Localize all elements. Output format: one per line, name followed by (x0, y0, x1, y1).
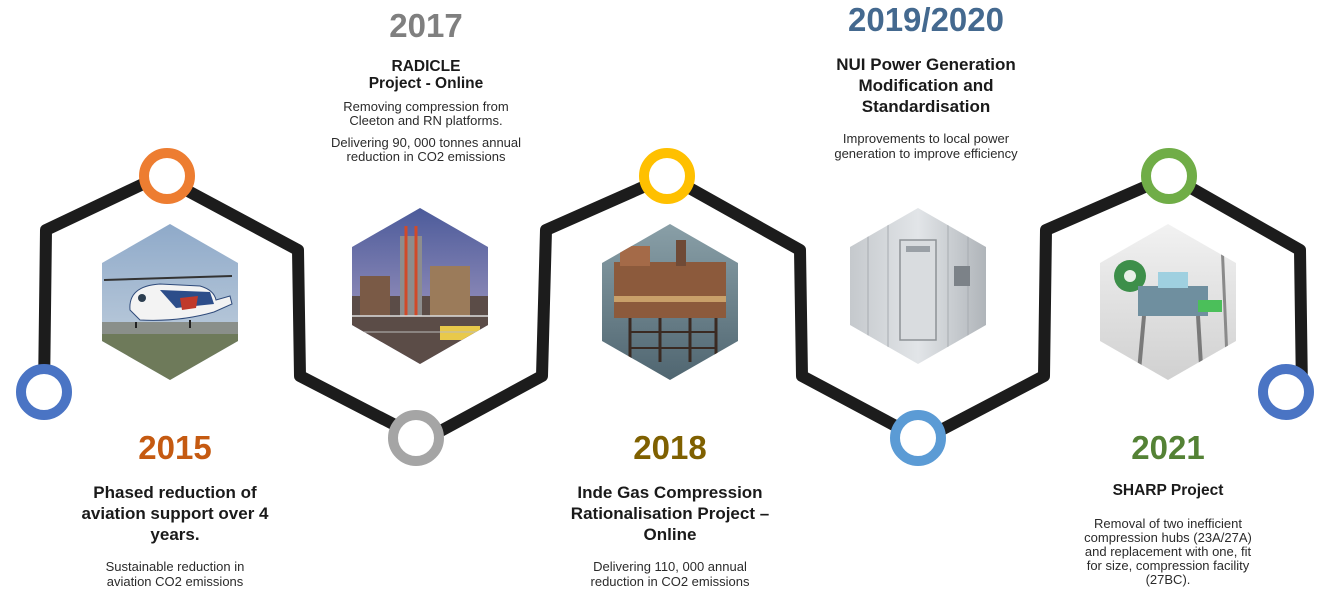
description-line: Delivering 90, 000 tonnes annual reducti… (330, 135, 522, 164)
platform-render (1094, 218, 1242, 386)
milestone-description: Sustainable reduction in aviation CO2 em… (75, 559, 275, 589)
milestone-title: Phased reduction of aviation support ove… (81, 483, 269, 544)
platform-photo (346, 202, 494, 370)
ring-2017 (388, 410, 444, 466)
year-label: 2018 (633, 429, 707, 466)
ring-2019 (890, 410, 946, 466)
milestone-description: Improvements to local power generation t… (810, 131, 1042, 161)
milestone-title: NUI Power Generation Modification and St… (836, 55, 1016, 116)
milestone-2015: 2015 Phased reduction of aviation suppor… (75, 429, 275, 590)
milestone-2021: 2021 SHARP Project Removal of two ineffi… (1066, 430, 1270, 587)
power-enclosure-photo (844, 202, 992, 370)
milestone-description: Removing compression from Cleeton and RN… (312, 100, 540, 164)
year-label: 2019/2020 (848, 1, 1004, 38)
milestone-2018: 2018 Inde Gas Compression Rationalisatio… (560, 429, 780, 590)
ring-2021 (1258, 364, 1314, 420)
milestone-title: Inde Gas Compression Rationalisation Pro… (570, 483, 770, 544)
ring-2016 (139, 148, 195, 204)
year-label: 2021 (1131, 429, 1205, 466)
description-line: Improvements to local power generation t… (834, 131, 1018, 161)
ring-2015 (16, 364, 72, 420)
milestone-2017: 2017 RADICLE Project - Online Removing c… (312, 8, 540, 164)
description-line: Removal of two inefficient compression h… (1084, 516, 1252, 587)
ring-2020 (1141, 148, 1197, 204)
year-label: 2015 (138, 429, 212, 466)
description-line: Delivering 110, 000 annual reduction in … (590, 559, 750, 589)
milestone-title: RADICLE Project - Online (368, 58, 484, 92)
offshore-platform-photo (596, 218, 744, 386)
ring-2018 (639, 148, 695, 204)
year-label: 2017 (389, 7, 463, 44)
milestone-2019-2020: 2019/2020 NUI Power Generation Modificat… (810, 1, 1042, 162)
description-line: Removing compression from Cleeton and RN… (343, 99, 509, 128)
milestone-description: Delivering 110, 000 annual reduction in … (560, 559, 780, 589)
description-line: Sustainable reduction in aviation CO2 em… (105, 559, 245, 589)
milestone-title: SHARP Project (1112, 482, 1224, 499)
milestone-description: Removal of two inefficient compression h… (1066, 517, 1270, 587)
helicopter-photo (96, 218, 244, 386)
